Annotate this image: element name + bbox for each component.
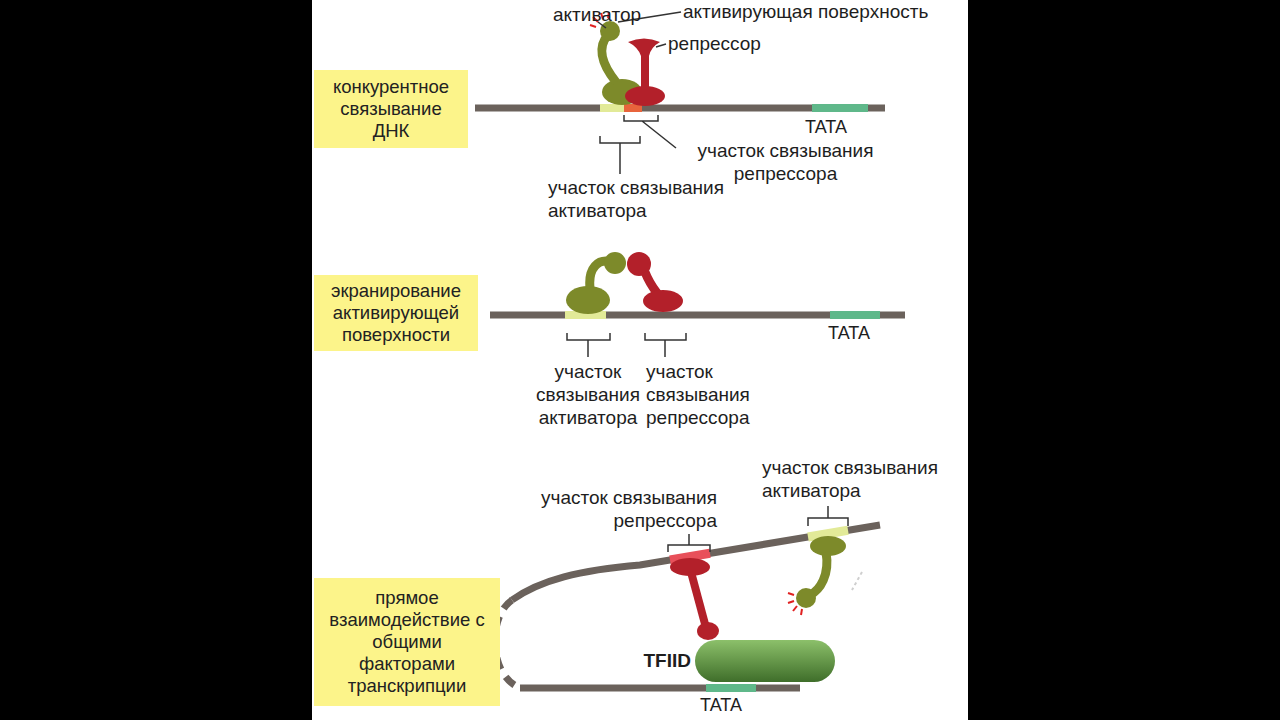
site-label: участок связывания активатора <box>762 456 968 502</box>
sequence-label: TATA <box>805 116 847 139</box>
panel-title: прямое взаимодействие с общими факторами… <box>326 587 488 697</box>
leader-line <box>656 44 666 47</box>
brackets <box>567 333 686 357</box>
part-label: активирующая поверхность <box>683 0 928 23</box>
activator-site <box>600 104 624 112</box>
dna-strand <box>475 105 885 112</box>
activator-head <box>604 252 626 274</box>
bracket <box>624 115 676 148</box>
part-label: репрессор <box>668 32 761 55</box>
bracket <box>600 136 640 174</box>
protein-complex: TFIID <box>695 640 835 682</box>
bracket <box>567 333 610 357</box>
sequence-label: TATA <box>828 322 870 345</box>
label-box: экранирование активирующей поверхности <box>314 275 478 351</box>
dna-strand <box>490 312 905 319</box>
activating-surface <box>788 593 802 615</box>
bracket <box>668 534 710 552</box>
panel-title: экранирование активирующей поверхности <box>326 280 466 346</box>
surface-dash <box>788 601 794 603</box>
protein-name: TFIID <box>644 650 692 672</box>
tata-box <box>830 311 880 319</box>
sequence-label: TATA <box>700 694 742 717</box>
surface-dash <box>788 593 794 595</box>
surface-dash <box>590 25 596 27</box>
repressor-stem <box>691 572 705 624</box>
tata-box <box>706 684 756 692</box>
label-box: конкурентное связывание ДНК <box>314 70 468 148</box>
activator-neck <box>810 552 827 595</box>
panel-title: конкурентное связывание ДНК <box>326 76 456 142</box>
tata-box <box>812 104 868 112</box>
activator-neck <box>602 35 616 82</box>
dna-strand <box>520 685 800 692</box>
activator-foot <box>566 286 610 314</box>
part-label: активатор <box>553 3 641 26</box>
motion-hint <box>852 572 862 590</box>
label-box: прямое взаимодействие с общими факторами… <box>314 578 500 706</box>
site-label: участок связывания репрессора <box>502 486 717 532</box>
surface-dash <box>793 606 797 611</box>
pill-shape <box>695 640 835 682</box>
repressor-head <box>628 39 660 57</box>
bracket <box>808 506 848 526</box>
pill-outline <box>695 640 835 682</box>
site-label: участок связывания активатора <box>548 176 808 222</box>
activator-head <box>796 588 816 608</box>
site-label: участок связывания активатора <box>528 360 648 429</box>
repressor-head <box>697 622 719 640</box>
bracket <box>645 333 686 357</box>
repressor-stem <box>641 50 649 94</box>
activator-site <box>808 530 848 537</box>
surface-dash <box>801 609 802 615</box>
repressor-foot <box>643 290 683 312</box>
site-label: участок связывания репрессора <box>646 360 758 429</box>
